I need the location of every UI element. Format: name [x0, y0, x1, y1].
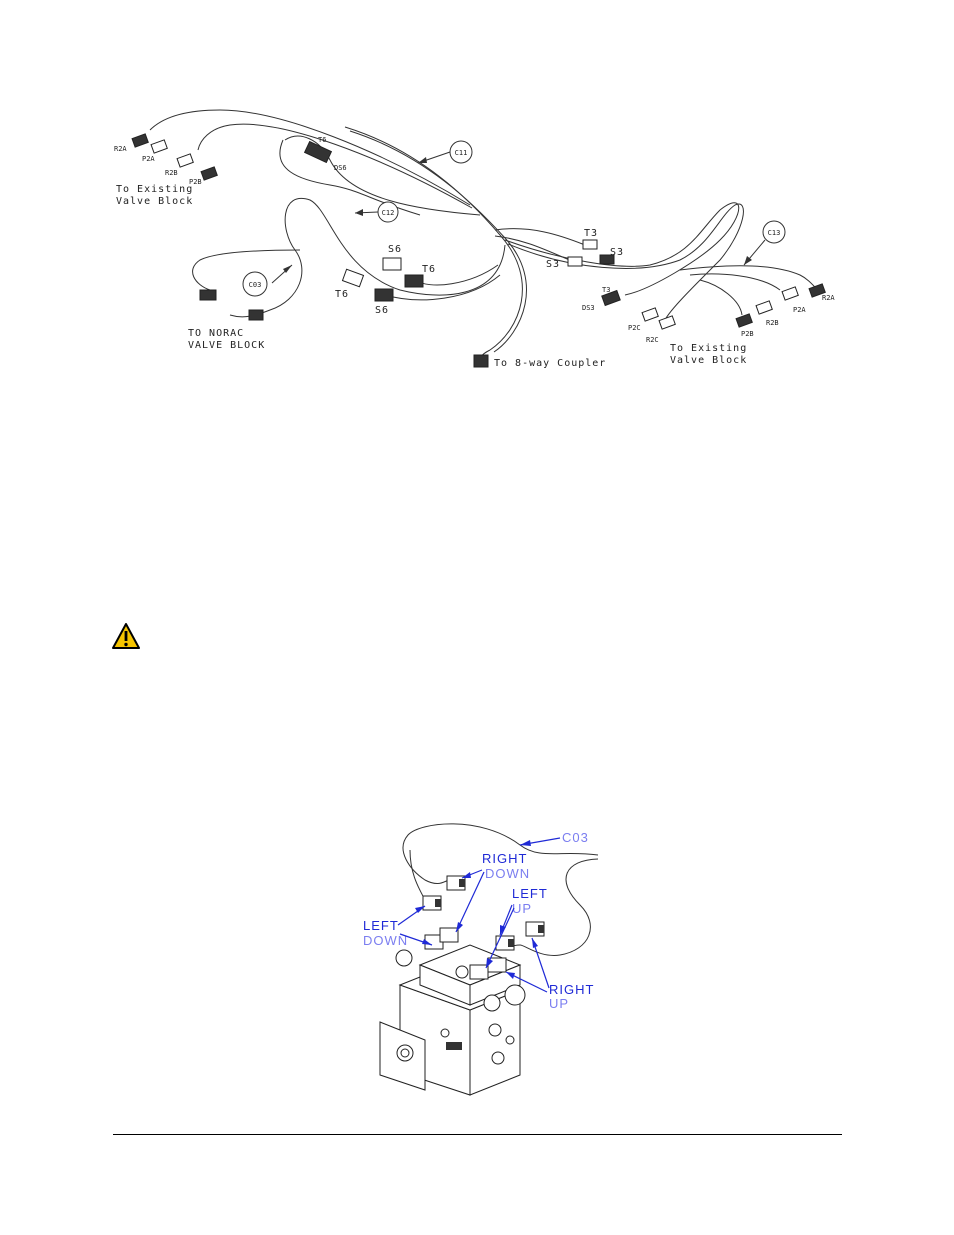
block-connector-2: [440, 928, 458, 942]
plug-left-down: [423, 896, 441, 910]
block-connector-4: [470, 965, 488, 979]
plug-left-up: [496, 936, 514, 950]
footer-rule: [113, 1134, 842, 1135]
svg-text:RIGHT: RIGHT: [549, 982, 594, 997]
plug-right-up: [526, 922, 544, 936]
callout-c03-valve: C03: [520, 830, 589, 846]
svg-text:LEFT: LEFT: [512, 886, 548, 901]
svg-text:UP: UP: [512, 901, 532, 916]
svg-text:C03: C03: [562, 830, 589, 845]
label-left-down: LEFT DOWN: [363, 906, 432, 948]
svg-text:DOWN: DOWN: [485, 866, 530, 881]
svg-text:RIGHT: RIGHT: [482, 851, 527, 866]
svg-text:UP: UP: [549, 996, 569, 1011]
svg-text:DOWN: DOWN: [363, 933, 408, 948]
svg-text:LEFT: LEFT: [363, 918, 399, 933]
